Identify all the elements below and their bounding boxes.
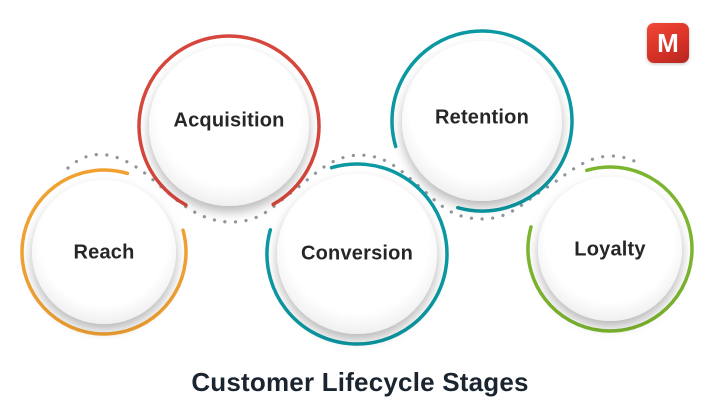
stage-label-acquisition: Acquisition <box>173 109 285 132</box>
conversion-circle <box>277 174 437 334</box>
stage-retention <box>390 29 574 213</box>
brand-logo: M <box>647 23 689 63</box>
stage-label-reach: Reach <box>73 241 135 264</box>
stage-reach <box>20 168 188 336</box>
retention-ring <box>390 29 574 213</box>
stage-acquisition <box>137 34 321 218</box>
stage-label-retention: Retention <box>434 106 530 129</box>
acquisition-ring <box>137 34 321 218</box>
diagram-title: Customer Lifecycle Stages <box>191 367 529 397</box>
loyalty-ring <box>526 165 694 333</box>
brand-logo-letter: M <box>657 28 679 58</box>
reach-ring <box>20 168 188 336</box>
stage-loyalty <box>526 165 694 333</box>
stage-conversion <box>265 162 449 346</box>
acquisition-circle <box>149 46 309 206</box>
stage-label-loyalty: Loyalty <box>574 238 646 261</box>
connector-dots <box>66 152 645 224</box>
conversion-ring <box>265 162 449 346</box>
retention-circle <box>402 41 562 201</box>
stage-label-conversion: Conversion <box>300 242 414 265</box>
reach-circle <box>32 180 176 324</box>
loyalty-circle <box>538 177 682 321</box>
